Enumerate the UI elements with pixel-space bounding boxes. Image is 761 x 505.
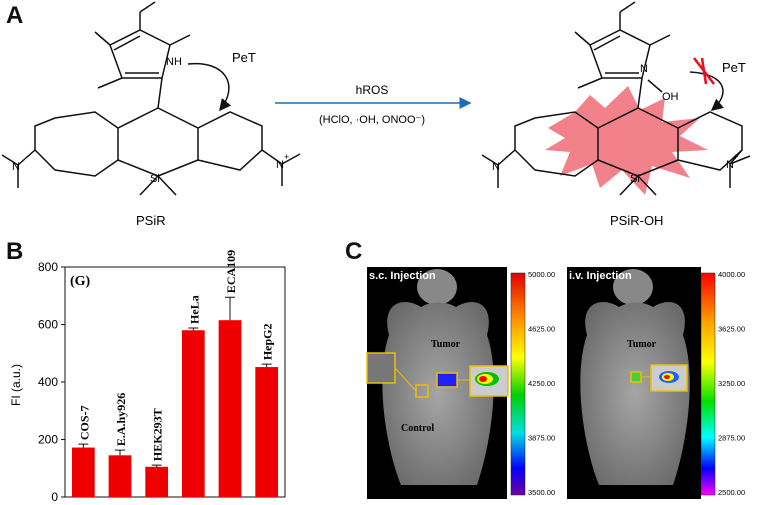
y-tick-label: 600: [38, 318, 58, 332]
psir-structure: [1, 1, 301, 196]
bar: [145, 466, 169, 497]
left-nh-label: NH: [166, 56, 182, 68]
bar: [108, 455, 132, 497]
y-tick-label: 400: [38, 375, 58, 389]
sc-mouse: [382, 269, 494, 485]
category-label: COS-7: [77, 405, 91, 440]
error-bar: [151, 464, 162, 467]
error-bar: [115, 449, 125, 456]
imaging-panel: s.c. Injection Tumor Control 5000.00 4625…: [366, 267, 745, 499]
error-bar: [261, 363, 272, 368]
y-tick-label: 200: [38, 433, 58, 447]
error-bar: [188, 327, 199, 331]
iv-title: i.v. Injection: [569, 270, 632, 282]
right-n-right-label: N: [726, 159, 734, 171]
scale-tick-label: 3500.00: [528, 488, 555, 497]
control-label: Control: [401, 423, 434, 434]
right-n-left-label: N: [492, 161, 500, 173]
category-label: HepG2: [261, 324, 275, 361]
y-tick-label: 800: [38, 260, 58, 274]
plot-frame: [64, 266, 286, 498]
reaction-top-label: hROS: [356, 83, 389, 97]
sc-title: s.c. Injection: [369, 270, 436, 282]
right-plus: +: [733, 152, 738, 162]
fluorescence-burst: [545, 86, 708, 195]
scale-tick-label: 4000.00: [718, 270, 745, 279]
left-si-label: Si: [150, 173, 160, 185]
control-inset: [366, 352, 396, 384]
bar: [71, 447, 95, 497]
sc-scale-labels: 5000.00 4625.00 4250.00 3875.00 3500.00: [528, 270, 555, 497]
bar: [181, 330, 205, 497]
category-label: ECA109: [224, 250, 238, 293]
scale-tick-label: 2500.00: [718, 488, 745, 497]
error-bar: [225, 296, 235, 321]
psir-oh-label: PSiR-OH: [610, 213, 663, 228]
right-n-label: N: [640, 63, 648, 75]
scale-tick-label: 3875.00: [528, 434, 555, 443]
scale-tick-label: 2875.00: [718, 434, 745, 443]
bar: [255, 367, 279, 497]
left-n-label: N: [12, 161, 20, 173]
category-label: HeLa: [187, 295, 201, 324]
panel-c-letter: C: [345, 238, 363, 265]
scale-tick-label: 4625.00: [528, 325, 555, 334]
sc-tumor-label: Tumor: [431, 339, 461, 350]
panel-b-letter: B: [6, 238, 24, 265]
inset-label: (G): [70, 274, 91, 289]
pet-right-label: PeT: [722, 60, 746, 75]
y-axis-label: FI (a.u.): [9, 364, 23, 406]
left-plus: +: [284, 152, 289, 162]
iv-color-scale: [700, 272, 716, 496]
scale-tick-label: 3250.00: [718, 379, 745, 388]
iv-tumor-label: Tumor: [627, 339, 657, 350]
pet-right-arrow: [689, 71, 724, 111]
left-n-right-label: N: [276, 159, 284, 171]
reaction-bottom-label: (HClO, ·OH, ONOO⁻): [319, 114, 425, 126]
iv-tumor-roi: [630, 371, 642, 383]
pet-left-label: PeT: [232, 50, 256, 65]
psir-label: PSiR: [136, 213, 166, 228]
panel-a-letter: A: [6, 2, 24, 29]
scale-tick-label: 5000.00: [528, 270, 555, 279]
pet-left-arrow: [187, 62, 232, 112]
category-label: HEK293T: [151, 408, 165, 461]
error-bar: [78, 443, 89, 448]
sc-color-scale: [510, 272, 526, 496]
bar-chart: (G) FI (a.u.) 0 200 400 600 800 COS-7 E.A.hy9…: [9, 250, 286, 504]
reaction-scheme: NH Si N N + PSiR PeT hROS (HClO, ·OH, ON…: [1, 1, 751, 228]
psir-oh-structure: [481, 1, 751, 196]
y-tick-label: 0: [51, 490, 58, 504]
scale-tick-label: 4250.00: [528, 379, 555, 388]
pet-blocked-cross: [693, 57, 715, 85]
right-si-label: Si: [630, 173, 640, 185]
bar: [218, 320, 242, 497]
scale-tick-label: 3625.00: [718, 325, 745, 334]
iv-mouse: [580, 269, 690, 485]
tumor-roi: [436, 372, 458, 388]
iv-scale-labels: 4000.00 3625.00 3250.00 2875.00 2500.00: [718, 270, 745, 497]
right-oh-label: OH: [662, 91, 679, 103]
category-label: E.A.hy926: [114, 393, 128, 446]
